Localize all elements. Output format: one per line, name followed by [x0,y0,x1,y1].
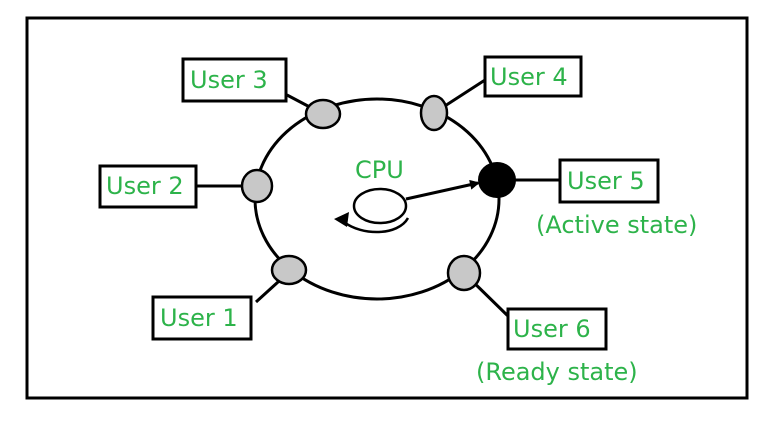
node-user-3 [304,98,342,130]
node-user-2 [240,168,274,204]
user-4-box: User 4 [483,55,583,98]
cpu-label: CPU [355,156,404,184]
user-5-label: User 5 [567,167,645,195]
cpu-cycle-curve-icon [343,217,410,234]
user-5-box: User 5 [558,158,660,204]
node-user-4 [419,94,449,132]
outer-frame [25,16,749,400]
user-1-label: User 1 [160,304,238,332]
cpu-pointer-arrow [405,179,480,201]
node-user-5-active [478,162,516,198]
node-user-6 [446,254,482,292]
user-3-label: User 3 [190,66,268,94]
user-2-box: User 2 [98,164,198,209]
user-1-box: User 1 [151,295,253,341]
user-6-label: User 6 [513,315,591,343]
user-4-label: User 4 [490,63,568,91]
node-user-1 [270,254,308,286]
user-6-box: User 6 [506,307,608,351]
cpu-cycle-arrowhead-icon [334,212,349,227]
user-3-box: User 3 [181,57,288,103]
user-6-state: (Ready state) [476,358,638,386]
user-2-label: User 2 [106,172,184,200]
user-5-state: (Active state) [536,211,697,239]
cpu-cycle-ellipse [352,187,408,225]
